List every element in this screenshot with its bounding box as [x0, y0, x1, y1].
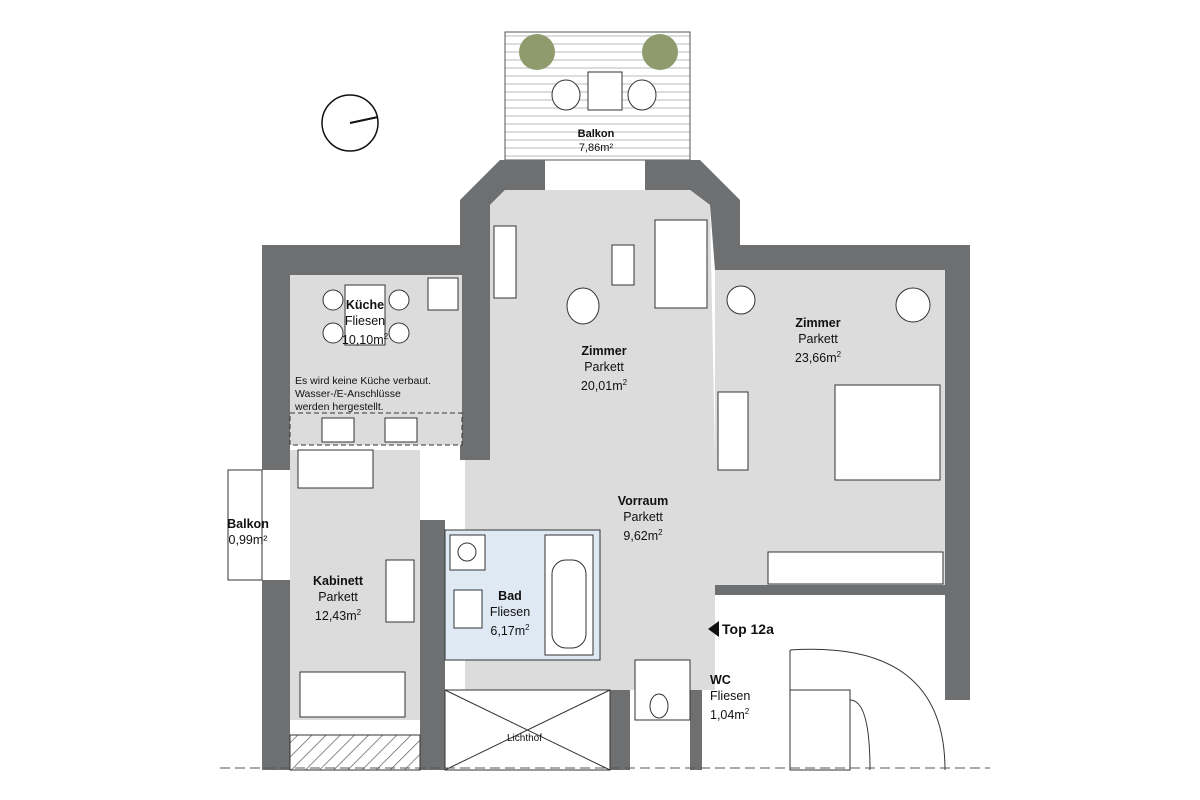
arrow-left-icon	[708, 621, 719, 637]
kitchen-note: Es wird keine Küche verbaut.Wasser-/E-An…	[295, 375, 431, 413]
plant-icon	[519, 34, 555, 70]
furniture	[289, 219, 944, 771]
staircase	[789, 648, 946, 771]
room-label-lichthof: Lichthof	[507, 733, 543, 744]
balcony-top	[504, 31, 691, 161]
north-compass-icon	[321, 94, 379, 152]
walls	[262, 160, 970, 770]
unit-label: Top 12a	[708, 621, 774, 637]
plant-icon	[642, 34, 678, 70]
